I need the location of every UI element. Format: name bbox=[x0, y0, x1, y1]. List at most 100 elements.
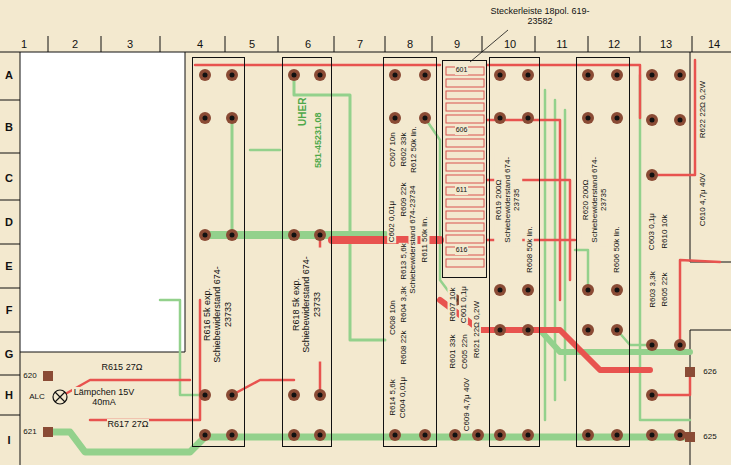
pin bbox=[446, 91, 484, 99]
pad bbox=[226, 69, 238, 81]
pad bbox=[43, 371, 53, 381]
pad bbox=[611, 69, 623, 81]
pad bbox=[449, 429, 461, 441]
pin bbox=[446, 127, 484, 135]
board-watermark: 581-45231.08 bbox=[313, 111, 323, 169]
pad bbox=[674, 429, 686, 441]
pad bbox=[288, 69, 300, 81]
ruler-tick bbox=[48, 36, 692, 52]
part-label: R608 50k lin. bbox=[525, 225, 534, 274]
pin bbox=[446, 199, 484, 207]
component-label: R615 27Ω bbox=[101, 362, 144, 372]
pad bbox=[494, 284, 506, 296]
part-label: Schiebewiderstand 674-23734 bbox=[409, 184, 418, 294]
component-label: C604 0,01μ bbox=[398, 376, 407, 420]
pad bbox=[494, 112, 506, 124]
pad bbox=[314, 429, 326, 441]
component-label: R607 10k bbox=[447, 287, 456, 323]
pin bbox=[446, 139, 484, 147]
pad bbox=[314, 229, 326, 241]
pad bbox=[522, 284, 534, 296]
component-label: C610 4,7μ 40V bbox=[698, 172, 707, 228]
pin bbox=[446, 115, 484, 123]
grid-number: 2 bbox=[71, 38, 79, 51]
pad bbox=[199, 229, 211, 241]
pin bbox=[446, 163, 484, 171]
pad bbox=[582, 284, 594, 296]
pad bbox=[522, 112, 534, 124]
part-label: R618 5k exp. Schiebewiderstand 674-23733 bbox=[291, 248, 322, 362]
grid-number: 14 bbox=[707, 38, 721, 51]
pad bbox=[494, 69, 506, 81]
lamp-circle bbox=[53, 390, 67, 404]
part-label: R616 5k exp. Schiebewiderstand 674-23733 bbox=[202, 258, 233, 372]
grid-letter: I bbox=[6, 434, 11, 447]
board-watermark: UHER bbox=[297, 97, 309, 127]
pin bbox=[446, 211, 484, 219]
pad bbox=[611, 112, 623, 124]
component-label: Lämpchen 15V 40mA bbox=[72, 387, 136, 408]
connector-strip: 601606611616 bbox=[442, 60, 487, 278]
component-label: R602 33k bbox=[398, 132, 407, 168]
slide-resistor-outline: R616 5k exp. Schiebewiderstand 674-23733 bbox=[192, 57, 245, 447]
pin bbox=[446, 79, 484, 87]
cutout-area bbox=[20, 52, 185, 352]
pad bbox=[646, 339, 658, 351]
pin bbox=[446, 235, 484, 243]
grid-number: 4 bbox=[196, 38, 204, 51]
pad bbox=[419, 429, 431, 441]
grid-letter: G bbox=[4, 348, 15, 361]
pin-number: 606 bbox=[455, 126, 469, 134]
ruler-tick bbox=[0, 100, 20, 415]
ruler bbox=[0, 36, 731, 465]
slide-resistor-outline: R620 200Ω Schiebewiderstand 674-23735R60… bbox=[576, 57, 630, 447]
connector-callout: Steckerleiste 18pol. 619-23582 bbox=[484, 6, 596, 27]
component-label: C602 0,01μ bbox=[387, 200, 396, 244]
pin-number: 601 bbox=[455, 66, 469, 74]
component-label: R601 33k bbox=[447, 334, 456, 370]
grid-letter: F bbox=[5, 304, 14, 317]
copper-trace bbox=[231, 118, 234, 235]
pad bbox=[522, 69, 534, 81]
slide-resistor-outline: R619 200Ω Schiebewiderstand 674-23735R60… bbox=[489, 57, 540, 447]
pad bbox=[199, 429, 211, 441]
pad bbox=[226, 229, 238, 241]
part-label: R606 50k lin. bbox=[612, 225, 621, 274]
pad bbox=[288, 429, 300, 441]
copper-trace bbox=[652, 260, 720, 395]
lamp-cross bbox=[55, 392, 65, 402]
pad bbox=[43, 427, 53, 437]
grid-number: 12 bbox=[607, 38, 621, 51]
pad bbox=[226, 389, 238, 401]
pad bbox=[674, 114, 686, 126]
component-label: C607 10n bbox=[387, 132, 396, 169]
board-outline bbox=[20, 52, 731, 465]
grid-number: 13 bbox=[659, 38, 673, 51]
copper-trace bbox=[425, 118, 455, 300]
green-traces bbox=[48, 75, 690, 452]
copper-trace bbox=[440, 300, 650, 370]
pad bbox=[611, 284, 623, 296]
ruler-line bbox=[0, 52, 731, 465]
pin bbox=[446, 103, 484, 111]
pad bbox=[646, 114, 658, 126]
component-label: 626 bbox=[702, 367, 717, 376]
pad bbox=[389, 112, 401, 124]
pad bbox=[646, 169, 658, 181]
grid-letter: E bbox=[4, 260, 13, 273]
pin bbox=[446, 223, 484, 231]
pin-number: 611 bbox=[455, 186, 468, 194]
pad bbox=[389, 69, 401, 81]
component-label: C601 0,1μ bbox=[459, 285, 468, 324]
component-label: 625 bbox=[702, 432, 717, 441]
grid-letter: C bbox=[4, 172, 14, 185]
grid-letter: A bbox=[4, 69, 14, 82]
pad bbox=[419, 112, 431, 124]
part-label: R611 50k lin. bbox=[421, 215, 430, 263]
pin bbox=[446, 187, 484, 195]
copper-trace bbox=[545, 90, 565, 420]
pad bbox=[674, 69, 686, 81]
square-pads bbox=[43, 367, 695, 442]
component-label: 620 bbox=[22, 371, 37, 380]
